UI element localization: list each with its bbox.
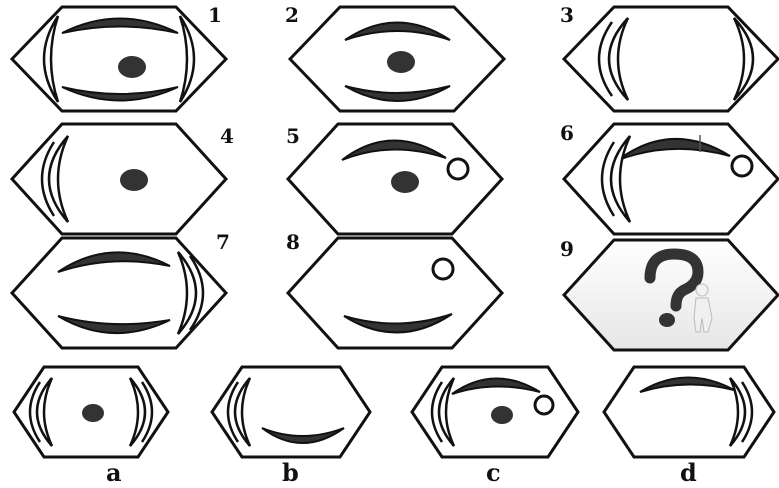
grid-cell-3: 3	[560, 3, 778, 111]
grid-cell-9: 9	[560, 237, 778, 350]
black-dot	[387, 51, 415, 73]
crescent-bottom	[262, 428, 344, 443]
crescent-top	[62, 19, 178, 34]
grid-cell-8: 8	[286, 230, 502, 348]
black-dot	[82, 404, 104, 422]
cell-number: 3	[560, 3, 574, 27]
option-label: d	[680, 458, 697, 487]
cell-number: 9	[560, 237, 574, 261]
black-dot	[120, 169, 148, 191]
crescent-left-outer	[37, 378, 52, 446]
crescent-top	[640, 377, 734, 392]
crescent-top	[345, 23, 450, 41]
grid-cell-1: 1	[12, 3, 226, 111]
crescent-bottom	[345, 86, 450, 101]
black-dot	[491, 406, 513, 424]
crescent-top	[618, 139, 730, 160]
grid-cell-6: 6	[560, 121, 778, 234]
option-label: c	[486, 458, 501, 487]
option-c[interactable]: c	[412, 367, 578, 487]
crescent-left	[44, 16, 58, 102]
white-circle	[732, 156, 752, 176]
crescent-left-outer	[609, 18, 628, 100]
crescent-left-outer	[235, 378, 250, 446]
option-d[interactable]: d	[604, 367, 774, 487]
cell-number: 4	[220, 124, 234, 148]
grid-cell-4: 4	[12, 124, 234, 234]
option-label: a	[106, 458, 122, 487]
grid-cell-7: 7	[12, 230, 230, 348]
question-mark-dot	[659, 313, 675, 327]
cell-number: 5	[286, 124, 300, 148]
crescent-left-outer	[611, 136, 630, 222]
cell-number: 1	[208, 3, 222, 27]
cell-number: 7	[216, 230, 230, 254]
cell-number: 6	[560, 121, 574, 145]
crescent-right-outer	[178, 252, 196, 334]
crescent-right	[180, 16, 194, 102]
option-label: b	[282, 458, 299, 487]
crescent-top	[58, 252, 170, 272]
crescent-bottom	[344, 314, 452, 333]
white-circle	[448, 159, 468, 179]
crescent-bottom	[58, 316, 170, 333]
cell-number: 8	[286, 230, 300, 254]
crescent-left-outer	[439, 378, 454, 446]
white-circle	[433, 259, 453, 279]
crescent-top	[452, 378, 540, 394]
grid-cell-2: 2	[285, 3, 504, 111]
black-dot	[391, 171, 419, 193]
white-circle	[535, 396, 553, 414]
crescent-top	[342, 140, 446, 160]
figure-head	[696, 284, 708, 296]
option-b[interactable]: b	[212, 367, 370, 487]
crescent-right-outer	[130, 378, 145, 446]
figure-body	[694, 298, 712, 332]
cell-number: 2	[285, 3, 299, 27]
crescent-bottom	[62, 87, 178, 101]
black-dot	[118, 56, 146, 78]
crescent-left-outer	[49, 136, 68, 222]
hexagon-outline	[12, 124, 226, 234]
grid-cell-5: 5	[286, 124, 502, 234]
option-a[interactable]: a	[14, 367, 168, 487]
